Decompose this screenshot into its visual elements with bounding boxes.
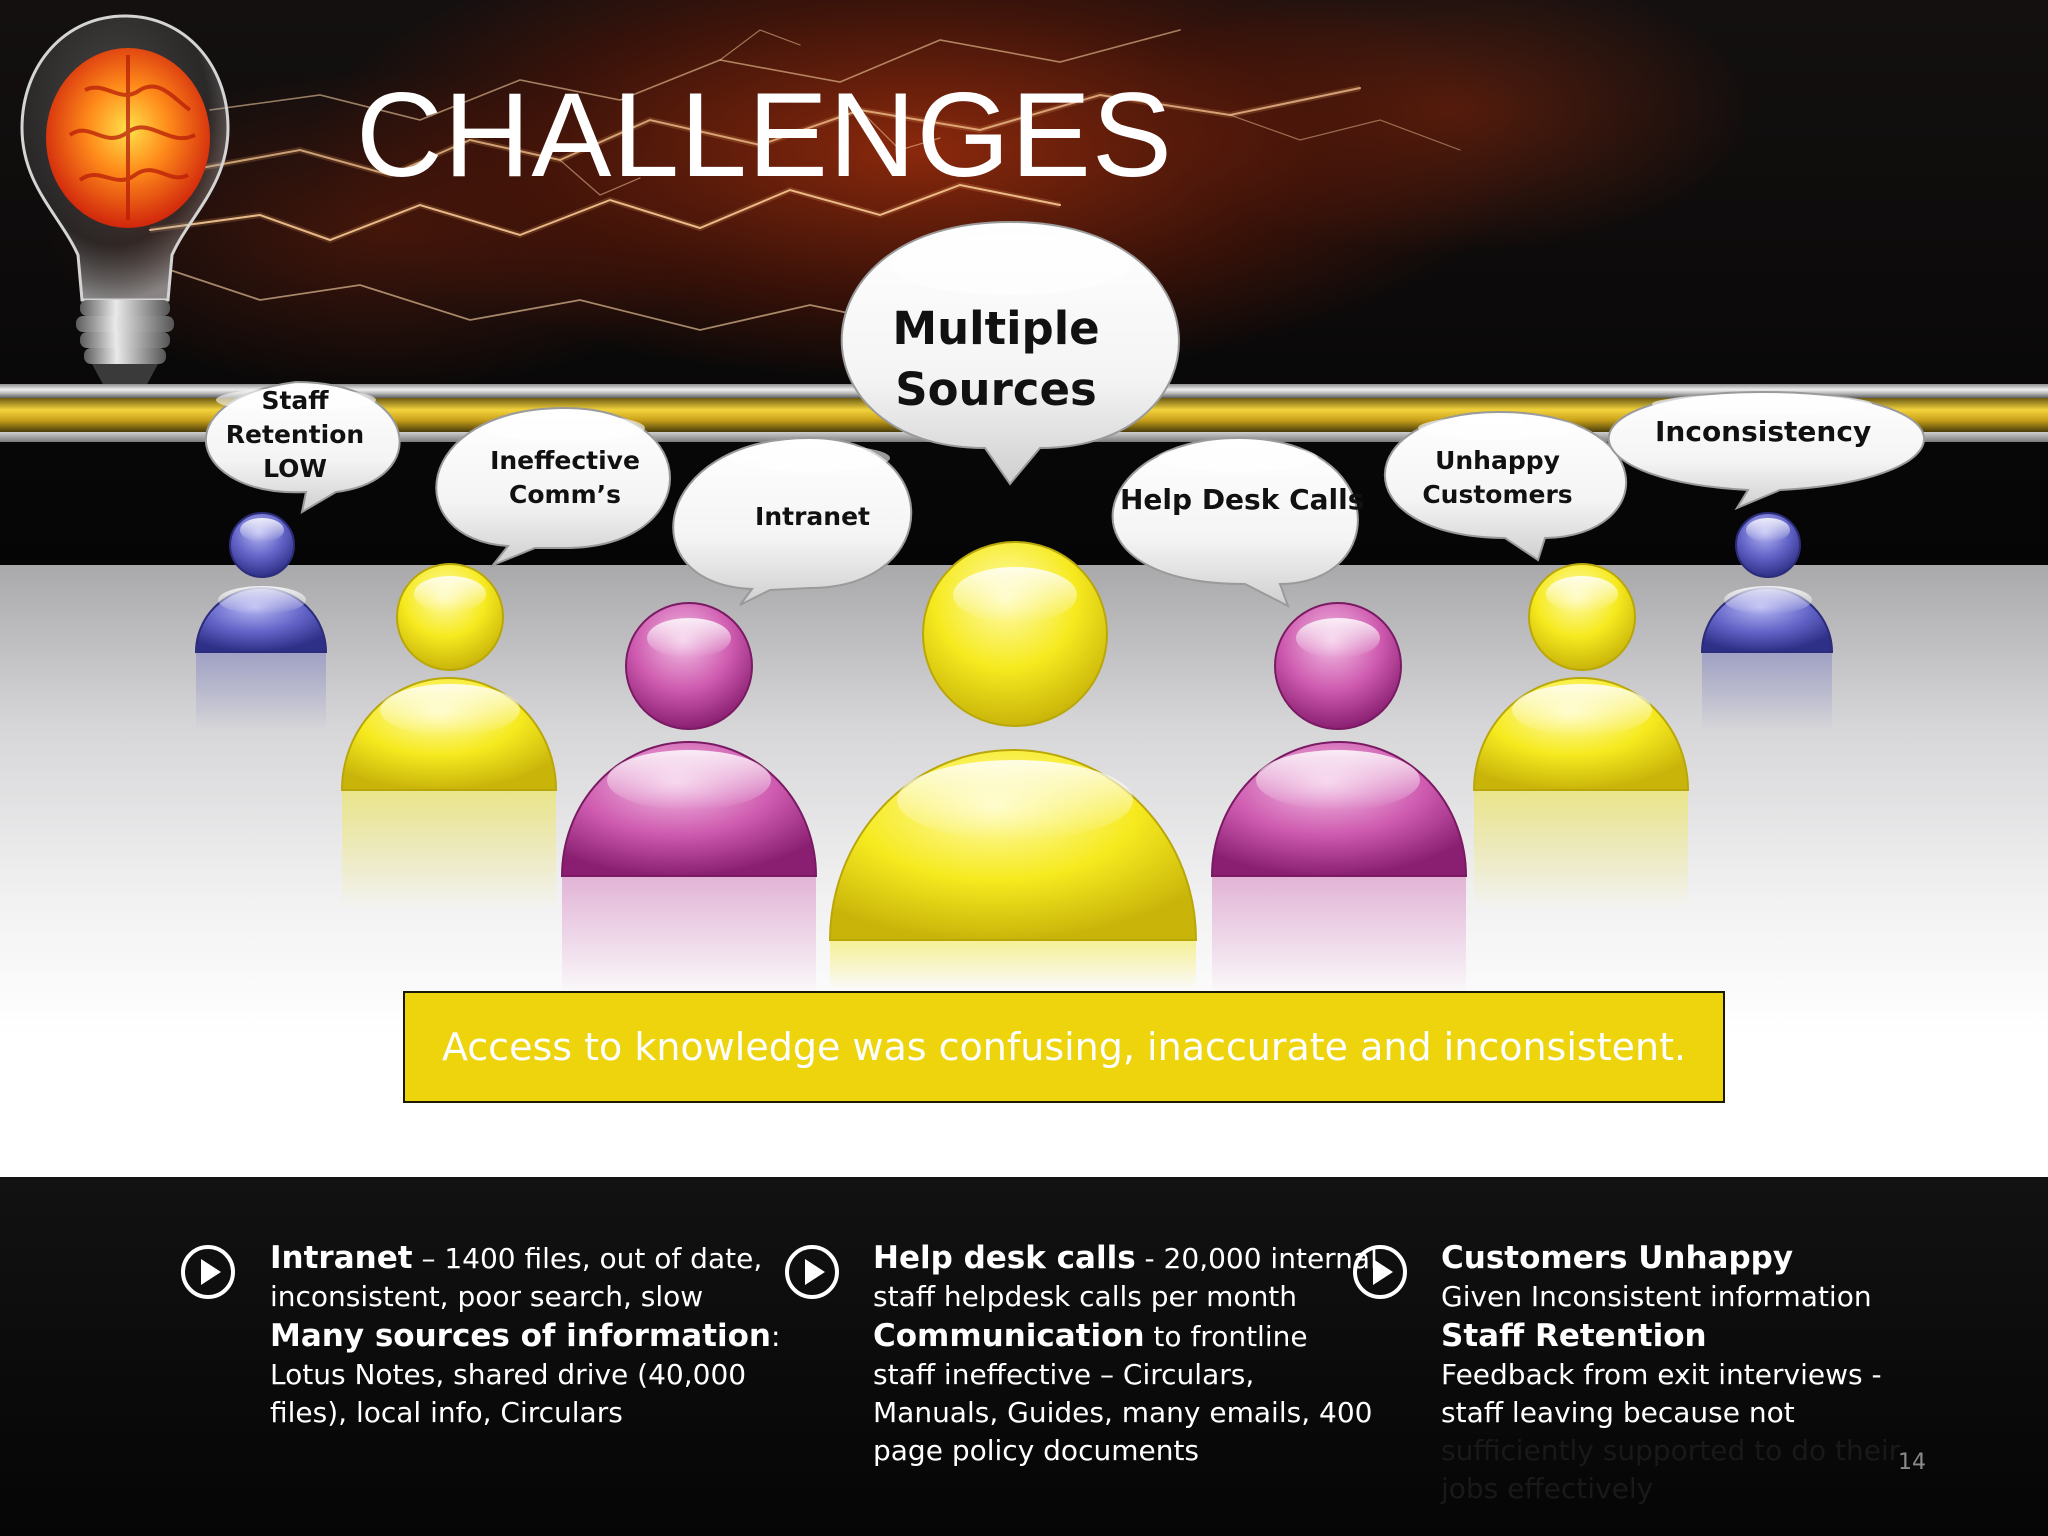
bubble-inconsistency-text: Inconsistency: [1655, 415, 1872, 448]
bubble-ineffective-comms: [435, 406, 671, 568]
summary-banner: Access to knowledge was confusing, inacc…: [403, 991, 1725, 1103]
slide-title: CHALLENGES: [356, 68, 1173, 202]
play-circle-icon: [785, 1245, 839, 1299]
note-text: staff leaving because not: [1441, 1396, 1795, 1429]
page-number: 14: [1898, 1450, 1926, 1475]
bubble-unhappy-customers: [1384, 410, 1627, 562]
note-text: inconsistent, poor search, slow: [270, 1280, 704, 1313]
bubble-multiple-sources: [840, 220, 1180, 486]
note-customers: Customers Unhappy Given Inconsistent inf…: [1441, 1238, 1900, 1508]
note-text: Manuals, Guides, many emails, 400: [873, 1396, 1373, 1429]
note-text: Feedback from exit interviews -: [1441, 1358, 1882, 1391]
bubble-intranet: [672, 436, 913, 606]
note-text-overflow: jobs effectively: [1441, 1472, 1654, 1505]
note-intranet: Intranet – 1400 files, out of date, inco…: [270, 1238, 780, 1432]
summary-banner-text: Access to knowledge was confusing, inacc…: [441, 1025, 1687, 1069]
bubble-help-desk-calls: [1111, 436, 1359, 609]
bubble-intranet-text: Intranet: [755, 502, 870, 531]
note-help-desk: Help desk calls - 20,000 internal staff …: [873, 1238, 1378, 1470]
note-text: – 1400 files, out of date,: [412, 1242, 763, 1275]
bubble-inconsistency: [1607, 390, 1925, 511]
note-heading: Communication: [873, 1318, 1145, 1354]
play-circle-icon: [181, 1245, 235, 1299]
note-text: page policy documents: [873, 1434, 1200, 1467]
note-text: to frontline: [1144, 1320, 1308, 1353]
note-text-overflow: sufficiently supported to do their: [1441, 1434, 1901, 1467]
bubble-staff-retention: [204, 380, 401, 514]
note-text: :: [770, 1320, 781, 1353]
note-heading: Help desk calls: [873, 1240, 1136, 1276]
note-heading: Many sources of information: [270, 1318, 771, 1354]
people-illustration: [194, 220, 1925, 996]
note-text: files), local info, Circulars: [270, 1396, 623, 1429]
note-text: - 20,000 internal: [1135, 1242, 1378, 1275]
note-text: Lotus Notes, shared drive (40,000: [270, 1358, 747, 1391]
lightning-decoration: [149, 29, 1461, 331]
notes-panel: [0, 1177, 2048, 1536]
note-text: Given Inconsistent information: [1441, 1280, 1872, 1313]
bubble-staff-retention-text: Staff Retention LOW: [225, 386, 365, 483]
note-heading: Staff Retention: [1441, 1318, 1707, 1354]
bubble-ineffective-comms-text: Ineffective Comm’s: [490, 446, 640, 509]
bubble-help-desk-calls-text: Help Desk Calls: [1120, 483, 1365, 516]
lightbulb-brain-icon: [20, 14, 230, 388]
play-circle-icon: [1353, 1245, 1407, 1299]
note-text: staff helpdesk calls per month: [873, 1280, 1298, 1313]
note-heading: Intranet: [270, 1240, 413, 1276]
bubble-unhappy-customers-text: Unhappy Customers: [1422, 446, 1573, 509]
note-text: staff ineffective – Circulars,: [873, 1358, 1255, 1391]
note-heading: Customers Unhappy: [1441, 1240, 1794, 1276]
bubble-multiple-sources-text: Multiple Sources: [892, 302, 1100, 416]
